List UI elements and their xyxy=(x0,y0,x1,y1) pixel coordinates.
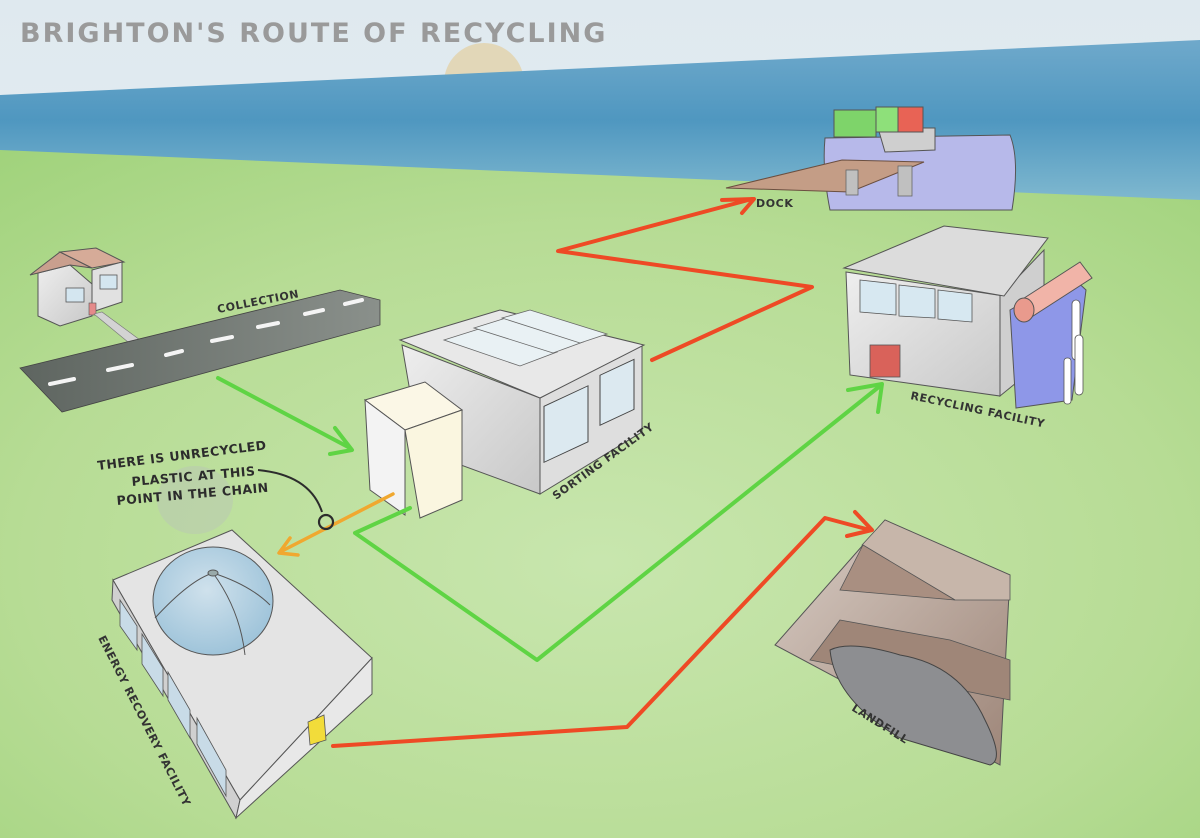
dock-pier xyxy=(725,159,925,197)
route-sorting-to-recycling xyxy=(353,382,884,662)
house xyxy=(29,247,141,343)
route-sorting-to-energy-recovery xyxy=(277,492,395,557)
annotation-pointer xyxy=(257,469,323,513)
annotation-marker xyxy=(317,513,335,531)
route-collection-to-sorting xyxy=(216,376,354,456)
sorting-facility xyxy=(363,309,646,519)
ship xyxy=(823,106,1017,211)
waste-pile xyxy=(829,645,997,766)
diagram-title: BRIGHTON'S ROUTE OF RECYCLING xyxy=(20,18,607,49)
smoke-plume xyxy=(157,466,233,534)
route-energy-recovery-to-landfill xyxy=(331,510,874,748)
conveyor-pipe xyxy=(1013,261,1093,323)
house-door xyxy=(88,302,97,316)
landfill xyxy=(774,519,1011,766)
road xyxy=(19,289,381,413)
route-sorting-to-dock xyxy=(556,197,814,362)
recycling-facility-door xyxy=(869,344,901,378)
label-dock: DOCK xyxy=(756,197,793,210)
energy-recovery-facility xyxy=(111,466,373,820)
recycling-facility xyxy=(842,225,1093,409)
dome xyxy=(152,546,274,656)
green-container xyxy=(833,109,877,138)
red-container xyxy=(897,106,924,133)
energy-recovery-door xyxy=(307,714,327,746)
